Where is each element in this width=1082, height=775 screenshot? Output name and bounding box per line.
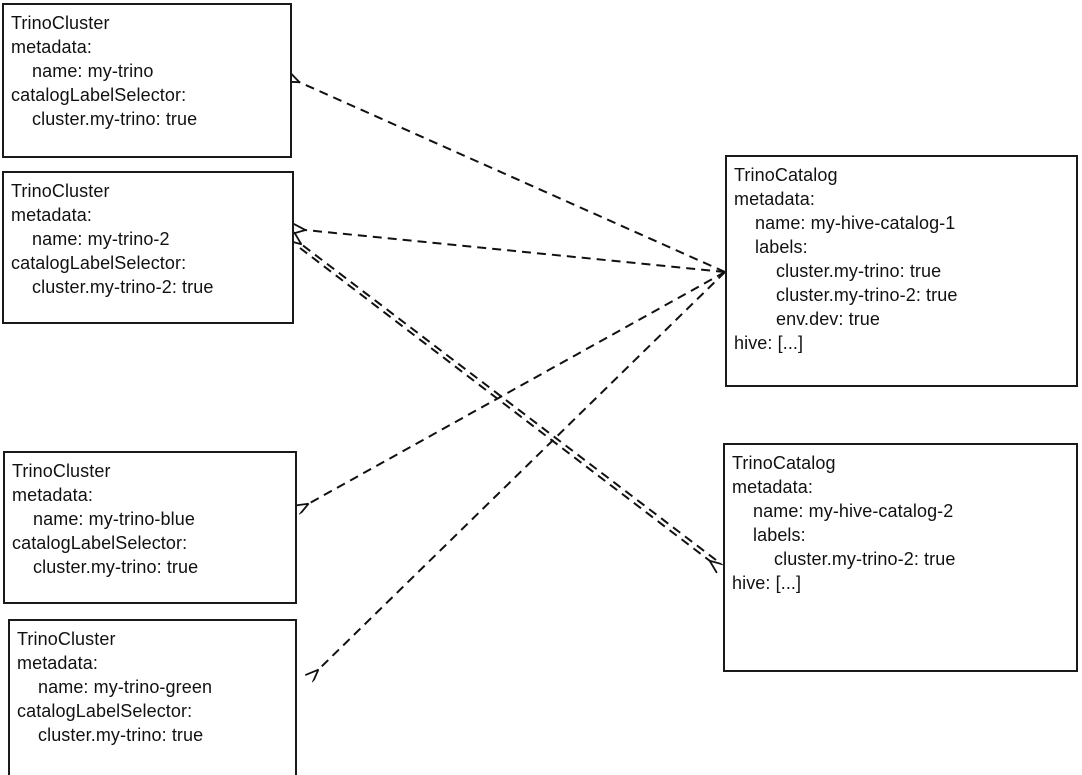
node-body: TrinoCatalog metadata: name: my-hive-cat…: [725, 445, 1076, 595]
node-line: labels:: [755, 237, 808, 257]
node-line: env.dev: true: [776, 309, 881, 329]
node-line: TrinoCatalog: [734, 165, 838, 185]
node-line: metadata:: [734, 189, 815, 209]
node-line: hive: [...]: [734, 333, 804, 353]
node-line: metadata:: [11, 37, 92, 57]
edge-catalog1-to-my-trino-blue: [308, 271, 726, 504]
edge-my-trino-2-to-catalog2: [299, 247, 710, 561]
node-line: name: my-trino-blue: [33, 509, 195, 529]
node-line: TrinoCluster: [11, 181, 110, 201]
node-line: name: my-trino-green: [38, 677, 213, 697]
node-line: TrinoCluster: [17, 629, 116, 649]
node-body: TrinoCluster metadata: name: my-trino-gr…: [10, 621, 295, 747]
node-line: cluster.my-trino: true: [32, 109, 198, 129]
edge-catalog1-to-my-trino-green: [318, 271, 726, 670]
trinocluster-my-trino-green-box[interactable]: TrinoCluster metadata: name: my-trino-gr…: [8, 619, 297, 775]
node-line: name: my-trino-2: [32, 229, 170, 249]
trinocluster-my-trino-box[interactable]: TrinoCluster metadata: name: my-trino ca…: [2, 3, 292, 158]
node-line: cluster.my-trino: true: [33, 557, 199, 577]
node-line: cluster.my-trino-2: true: [774, 549, 956, 569]
node-body: TrinoCluster metadata: name: my-trino ca…: [4, 5, 290, 131]
node-body: TrinoCatalog metadata: name: my-hive-cat…: [727, 157, 1076, 355]
trinocatalog-my-hive-catalog-1-box[interactable]: TrinoCatalog metadata: name: my-hive-cat…: [725, 155, 1078, 387]
node-line: cluster.my-trino: true: [38, 725, 204, 745]
node-line: catalogLabelSelector:: [17, 701, 193, 721]
node-line: name: my-trino: [32, 61, 154, 81]
node-line: hive: [...]: [732, 573, 802, 593]
node-line: metadata:: [17, 653, 98, 673]
node-line: cluster.my-trino-2: true: [32, 277, 214, 297]
node-line: metadata:: [732, 477, 813, 497]
node-line: metadata:: [12, 485, 93, 505]
node-line: catalogLabelSelector:: [12, 533, 188, 553]
node-line: TrinoCluster: [12, 461, 111, 481]
node-line: catalogLabelSelector:: [11, 253, 187, 273]
edge-catalog2-to-my-trino-2: [301, 244, 717, 561]
edge-catalog1-to-my-trino-2: [305, 230, 726, 273]
node-body: TrinoCluster metadata: name: my-trino-2 …: [4, 173, 292, 299]
trinocluster-my-trino-blue-box[interactable]: TrinoCluster metadata: name: my-trino-bl…: [3, 451, 297, 604]
node-line: metadata:: [11, 205, 92, 225]
node-body: TrinoCluster metadata: name: my-trino-bl…: [5, 453, 295, 579]
trinocatalog-my-hive-catalog-2-box[interactable]: TrinoCatalog metadata: name: my-hive-cat…: [723, 443, 1078, 672]
node-line: cluster.my-trino: true: [776, 261, 942, 281]
node-line: name: my-hive-catalog-1: [755, 213, 956, 233]
node-line: TrinoCatalog: [732, 453, 836, 473]
trinocluster-my-trino-2-box[interactable]: TrinoCluster metadata: name: my-trino-2 …: [2, 171, 294, 324]
node-line: cluster.my-trino-2: true: [776, 285, 958, 305]
node-line: TrinoCluster: [11, 13, 110, 33]
node-line: labels:: [753, 525, 806, 545]
node-line: name: my-hive-catalog-2: [753, 501, 954, 521]
edge-catalog1-to-my-trino: [299, 82, 726, 273]
node-line: catalogLabelSelector:: [11, 85, 187, 105]
